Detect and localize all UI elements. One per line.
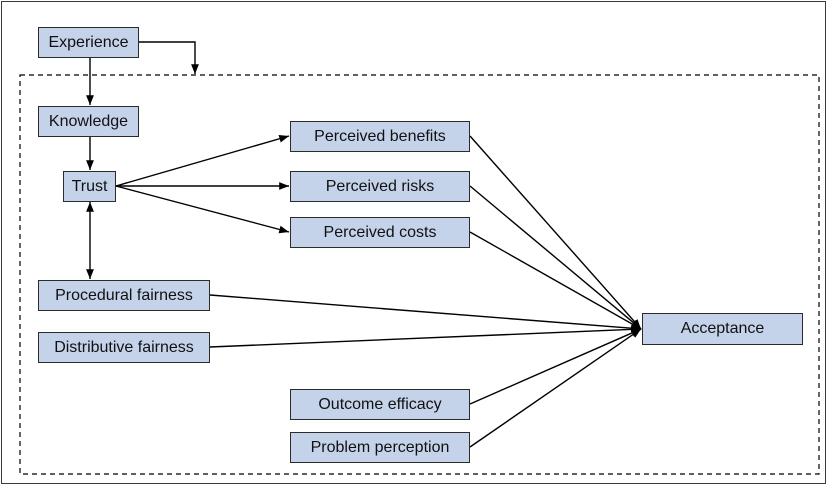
edge-trust-perceived-benefits	[115, 134, 290, 187]
node-procedural-fairness-label: Procedural fairness	[55, 286, 193, 304]
edge-trust-perceived-costs	[115, 185, 290, 234]
node-perceived-risks: Perceived risks	[290, 171, 470, 202]
edge-outcome-efficacy-acceptance	[469, 328, 642, 405]
node-knowledge: Knowledge	[38, 106, 139, 137]
node-outcome-efficacy: Outcome efficacy	[290, 389, 470, 420]
node-problem-perception: Problem perception	[290, 432, 470, 463]
node-perceived-costs-label: Perceived costs	[323, 223, 437, 241]
edge-perceived-benefits-acceptance	[469, 135, 642, 330]
edge-experience-frame	[139, 41, 199, 74]
node-perceived-costs: Perceived costs	[290, 217, 470, 248]
edge-distributive-fairness-acceptance	[209, 325, 642, 348]
edge-perceived-costs-acceptance	[469, 231, 642, 330]
node-perceived-benefits-label: Perceived benefits	[314, 127, 446, 145]
node-distributive-fairness: Distributive fairness	[38, 332, 210, 363]
node-experience: Experience	[38, 27, 139, 58]
node-problem-perception-label: Problem perception	[310, 438, 450, 456]
node-perceived-benefits: Perceived benefits	[290, 121, 470, 152]
node-perceived-risks-label: Perceived risks	[325, 177, 435, 195]
edge-perceived-risks-acceptance	[469, 185, 642, 330]
node-trust-label: Trust	[71, 177, 108, 195]
node-knowledge-label: Knowledge	[48, 112, 129, 130]
node-experience-label: Experience	[48, 33, 129, 51]
node-acceptance: Acceptance	[642, 313, 803, 345]
node-outcome-efficacy-label: Outcome efficacy	[318, 395, 442, 413]
node-distributive-fairness-label: Distributive fairness	[54, 338, 194, 356]
edge-procedural-fairness-acceptance	[209, 294, 642, 333]
edge-problem-perception-acceptance	[469, 328, 642, 448]
node-trust: Trust	[63, 171, 116, 202]
node-acceptance-label: Acceptance	[680, 320, 765, 337]
model-boundary	[19, 74, 820, 475]
node-procedural-fairness: Procedural fairness	[38, 280, 210, 311]
